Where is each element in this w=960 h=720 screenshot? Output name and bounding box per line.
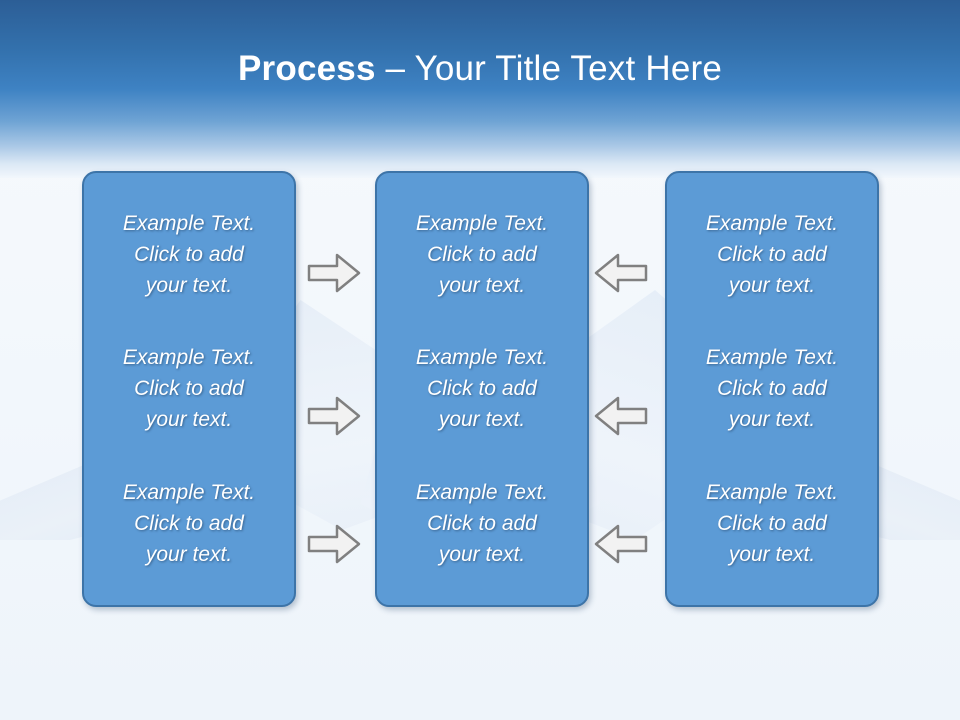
process-cell-3-1[interactable]: Example Text. Click to add your text. [705, 211, 839, 297]
process-column-3[interactable]: Example Text. Click to add your text. Ex… [665, 171, 879, 607]
process-column-1[interactable]: Example Text. Click to add your text. Ex… [82, 171, 296, 607]
arrow-right-icon [307, 395, 361, 437]
process-cell-2-1[interactable]: Example Text. Click to add your text. [415, 211, 549, 297]
arrow-right-icon [307, 523, 361, 565]
page-title-separator: – [375, 49, 415, 88]
process-cell-1-2[interactable]: Example Text. Click to add your text. [122, 346, 256, 432]
page-title-strong: Process [238, 49, 376, 88]
page-title: Process – Your Title Text Here [0, 48, 960, 90]
process-cell-1-1[interactable]: Example Text. Click to add your text. [122, 211, 256, 297]
arrow-left-icon [594, 523, 648, 565]
process-cell-2-2[interactable]: Example Text. Click to add your text. [415, 346, 549, 432]
page-title-rest: Your Title Text Here [414, 49, 722, 88]
process-cell-1-3[interactable]: Example Text. Click to add your text. [122, 481, 256, 567]
process-cell-3-3[interactable]: Example Text. Click to add your text. [705, 481, 839, 567]
process-cell-3-2[interactable]: Example Text. Click to add your text. [705, 346, 839, 432]
slide-header-band: Process – Your Title Text Here [0, 0, 960, 178]
arrow-left-icon [594, 395, 648, 437]
arrow-right-icon [307, 252, 361, 294]
process-column-2[interactable]: Example Text. Click to add your text. Ex… [375, 171, 589, 607]
arrow-left-icon [594, 252, 648, 294]
process-diagram: Example Text. Click to add your text. Ex… [0, 171, 960, 607]
process-cell-2-3[interactable]: Example Text. Click to add your text. [415, 481, 549, 567]
